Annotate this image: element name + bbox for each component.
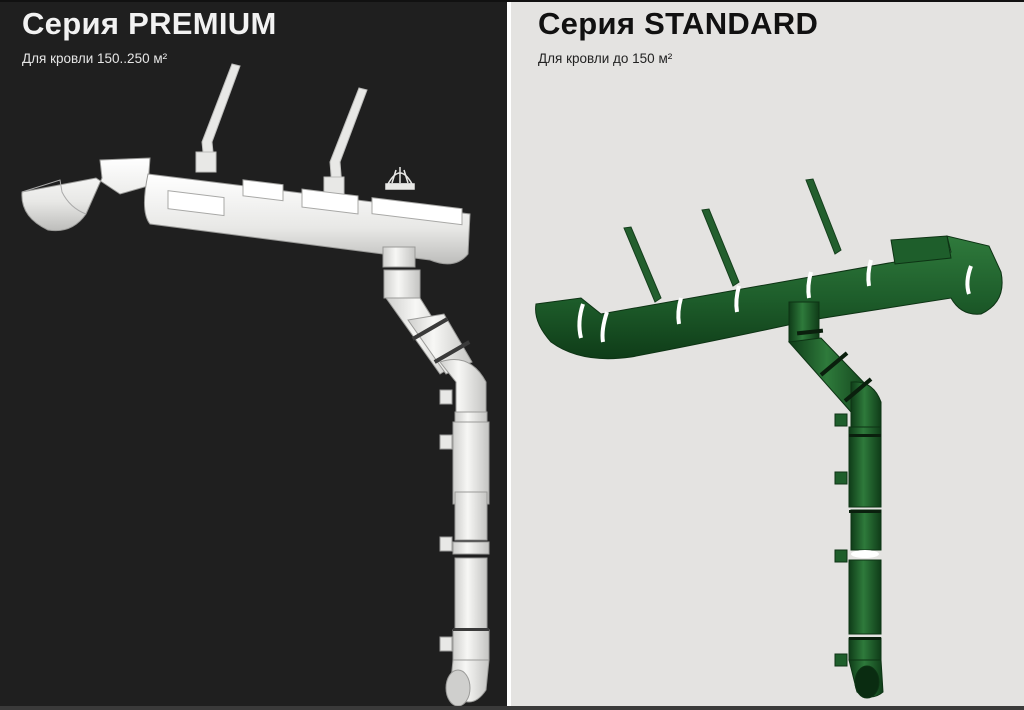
green-gutter-system-image — [535, 178, 1003, 699]
standard-series-title: Серия STANDARD — [538, 6, 819, 41]
premium-series-subtitle: Для кровли 150..250 м² — [22, 51, 168, 66]
standard-series-subtitle: Для кровли до 150 м² — [538, 51, 673, 66]
top-border — [0, 0, 1024, 2]
bottom-border — [0, 706, 1024, 710]
premium-series-panel: Серия PREMIUM Для кровли 150..250 м² — [0, 2, 507, 706]
downpipe — [382, 246, 490, 706]
pipe-clamp-icon — [439, 389, 453, 652]
hook-bracket-icon — [195, 63, 368, 198]
premium-series-title: Серия PREMIUM — [22, 6, 277, 41]
hook-bracket-icon — [623, 178, 842, 303]
panel-divider — [507, 2, 511, 706]
pipe-clamp-icon — [834, 413, 848, 667]
gutter-strainer-icon — [385, 167, 415, 190]
standard-series-panel: Серия STANDARD Для кровли до 150 м² — [511, 2, 1024, 706]
white-gutter-system-image — [21, 63, 490, 706]
